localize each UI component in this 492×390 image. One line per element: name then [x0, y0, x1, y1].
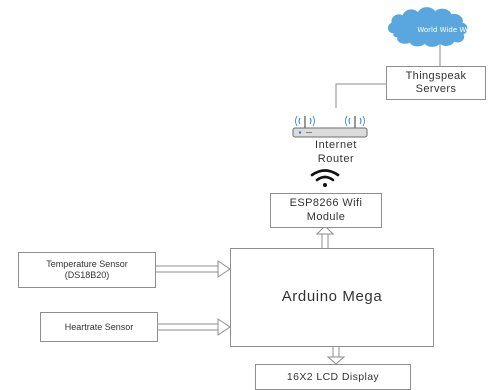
thingspeak-to-router-line	[335, 83, 386, 108]
arduino-to-esp-arrow	[315, 225, 335, 248]
cloud-label: World Wide Web	[417, 26, 475, 34]
arduino-to-lcd-arrow	[326, 347, 346, 365]
router-label: Internet Router	[314, 139, 358, 166]
temp-to-arduino-arrow	[156, 260, 231, 278]
heartrate-to-arduino-arrow	[158, 318, 231, 336]
heartrate-sensor-box: Heartrate Sensor	[40, 312, 158, 342]
arduino-mega-box: Arduino Mega	[230, 248, 434, 347]
router-icon	[292, 115, 368, 138]
esp8266-module-box: ESP8266 Wifi Module	[270, 193, 382, 228]
temperature-sensor-box: Temperature Sensor (DS18B20)	[18, 252, 156, 288]
thingspeak-servers-box: Thingspeak Servers	[386, 66, 486, 100]
lcd-display-box: 16X2 LCD Display	[255, 364, 411, 390]
wifi-icon	[310, 169, 340, 187]
